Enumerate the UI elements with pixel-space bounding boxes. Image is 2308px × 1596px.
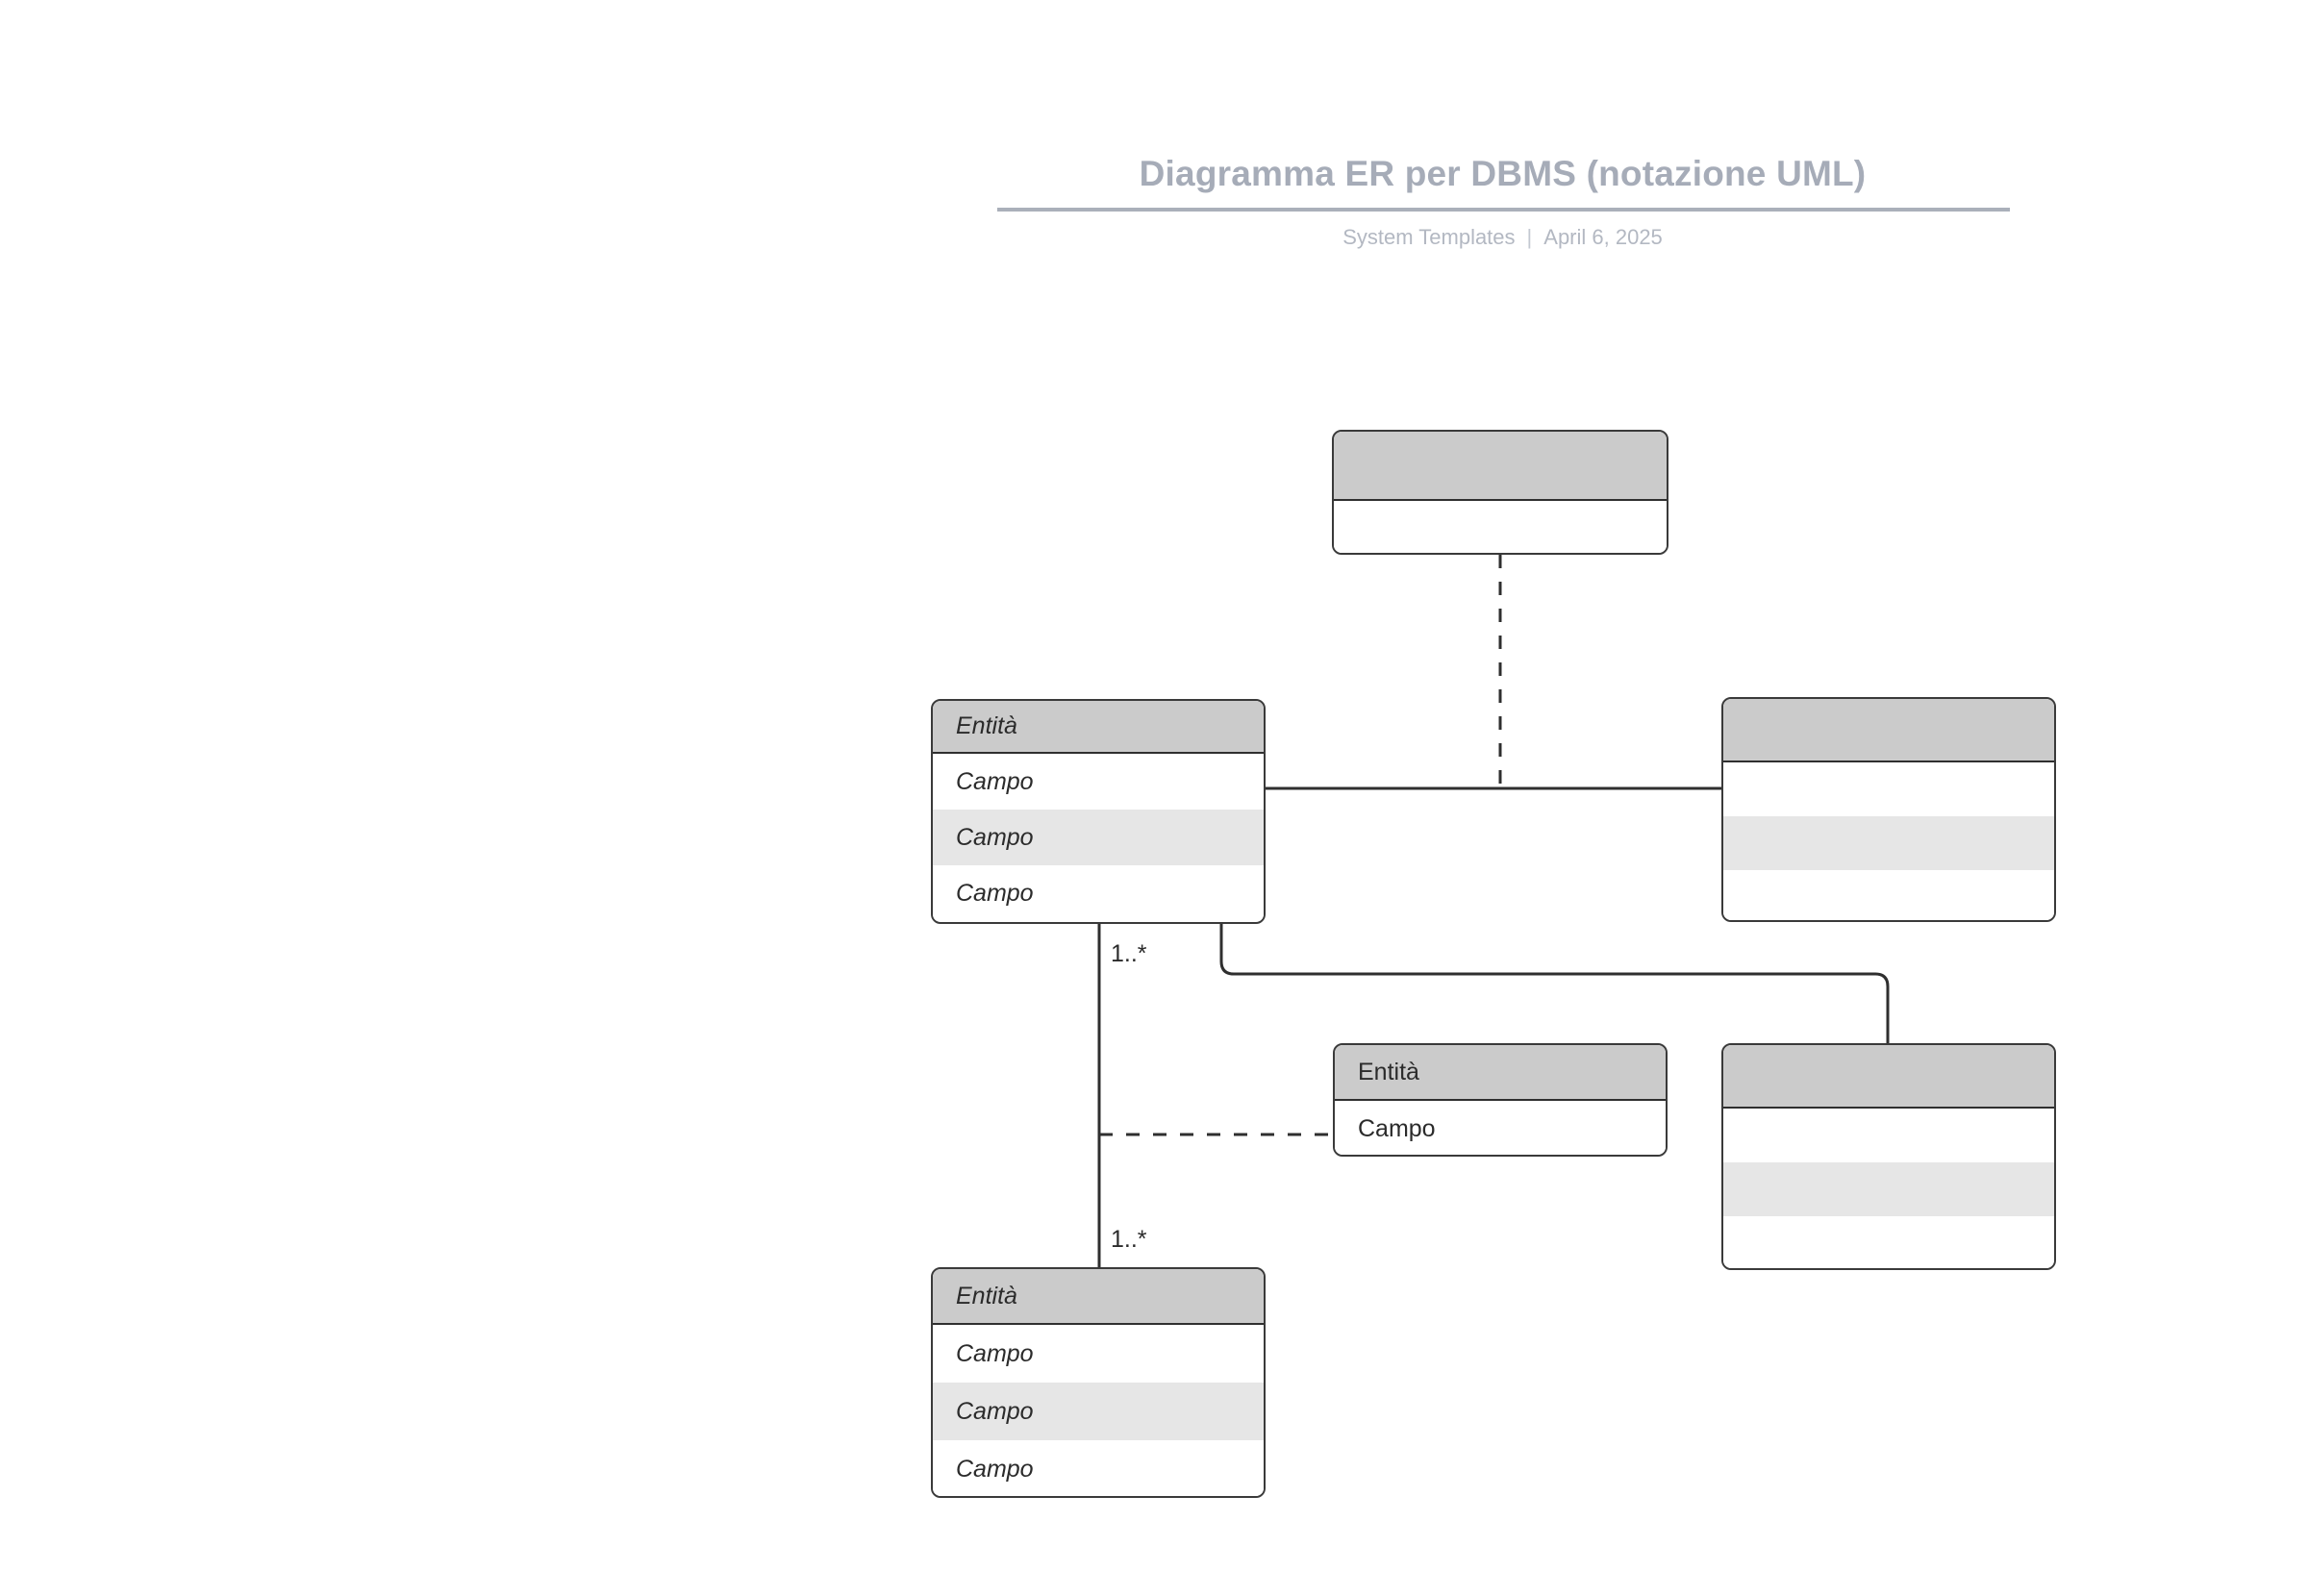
entity-field-row: Campo — [933, 1440, 1264, 1496]
subtitle-source: System Templates — [1342, 225, 1516, 249]
entity-field-row — [1723, 870, 2054, 920]
subtitle-date: April 6, 2025 — [1543, 225, 1663, 249]
conn-elbow — [1219, 924, 1890, 1043]
entity-box-entity-right-lower[interactable] — [1721, 1043, 2056, 1270]
entity-title — [1334, 432, 1667, 501]
entity-title — [1723, 1045, 2054, 1109]
entity-field-row: Campo — [1335, 1101, 1666, 1155]
title-divider — [997, 208, 2010, 212]
document-subtitle: System Templates | April 6, 2025 — [995, 225, 2010, 250]
entity-field-row — [1723, 1109, 2054, 1162]
entity-field-row — [1334, 501, 1667, 553]
entity-field-row — [1723, 762, 2054, 816]
subtitle-separator: | — [1526, 225, 1533, 249]
entity-field-row — [1723, 1216, 2054, 1268]
entity-field-row: Campo — [933, 1325, 1264, 1383]
entity-title — [1723, 699, 2054, 762]
entity-box-entity-right-upper[interactable] — [1721, 697, 2056, 922]
entity-title: Entità — [1335, 1045, 1666, 1101]
entity-field-row — [1723, 816, 2054, 870]
entity-box-entity-top[interactable] — [1332, 430, 1668, 555]
multiplicity-label-mult-lower: 1..* — [1111, 1226, 1147, 1253]
multiplicity-label-mult-upper: 1..* — [1111, 940, 1147, 967]
entity-field-row: Campo — [933, 865, 1264, 921]
entity-field-row — [1723, 1162, 2054, 1216]
page-title: Diagramma ER per DBMS (notazione UML) — [1139, 154, 1867, 193]
entity-field-row: Campo — [933, 1383, 1264, 1440]
entity-title: Entità — [933, 1269, 1264, 1325]
entity-field-row: Campo — [933, 754, 1264, 810]
entity-title: Entità — [933, 701, 1264, 754]
entity-field-row: Campo — [933, 810, 1264, 865]
